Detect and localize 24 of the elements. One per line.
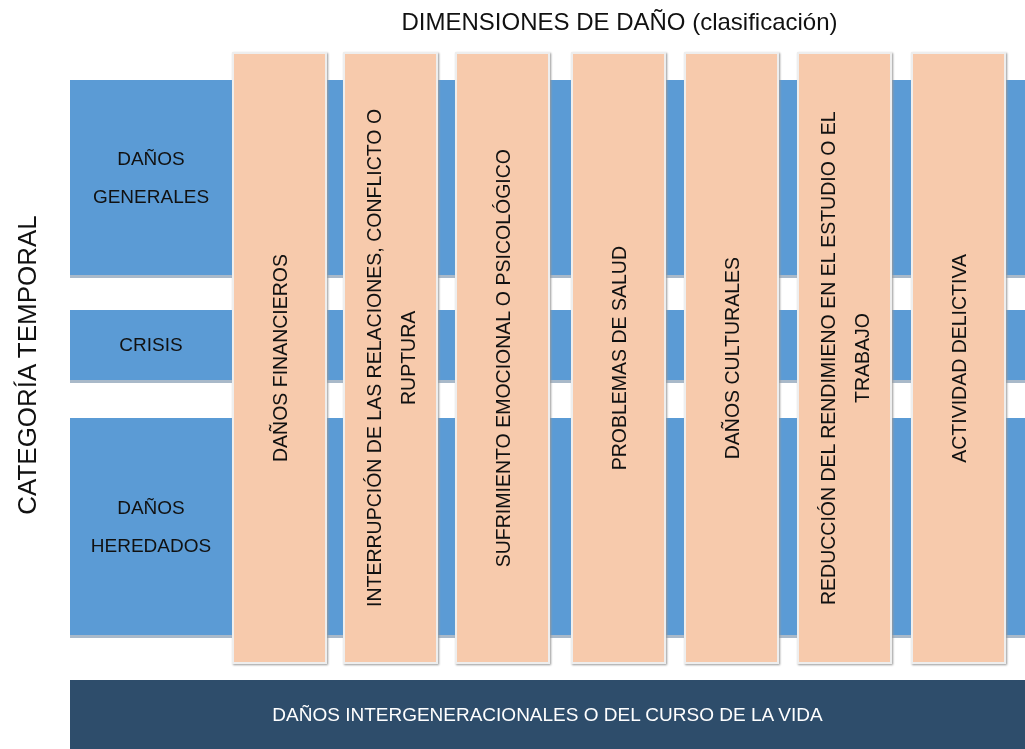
column-box: [343, 52, 438, 664]
axis-title: DIMENSIONES DE DAÑO (clasificación): [400, 8, 839, 36]
column-label: INTERRUPCIÓN DE LAS RELACIONES, CONFLICTO O RUPTURA: [361, 107, 420, 610]
column-box: [797, 52, 892, 664]
column-box: [571, 52, 666, 664]
row-band: [70, 80, 232, 278]
column-label: SUFRIMIENTO EMOCIONAL O PSICOLÓGICO: [490, 148, 515, 568]
axis-title: CATEGORÍA TEMPORAL: [12, 215, 43, 515]
row-band: [70, 418, 232, 638]
footer-label: DAÑOS INTERGENERACIONALES O DEL CURSO DE LA VIDA: [272, 703, 823, 726]
row-label: CRISIS: [119, 333, 183, 357]
row-label: DAÑOS HEREDADOS: [89, 495, 213, 558]
column-box: [455, 52, 550, 664]
column-box: [684, 52, 779, 664]
column-box: [911, 52, 1006, 664]
row-label: DAÑOS GENERALES: [91, 146, 211, 209]
column-label: DAÑOS FINANCIEROS: [267, 254, 292, 462]
column-label: PROBLEMAS DE SALUD: [606, 245, 631, 471]
column-label: DAÑOS CULTURALES: [719, 256, 744, 460]
column-label: REDUCCIÓN DEL RENDIMIENO EN EL ESTUDIO O EL TRABAJO: [815, 110, 874, 607]
row-band: [70, 310, 232, 383]
footer-bar: [70, 680, 1025, 749]
column-box: [232, 52, 327, 664]
column-label: ACTIVIDAD DELICTIVA: [946, 253, 971, 463]
